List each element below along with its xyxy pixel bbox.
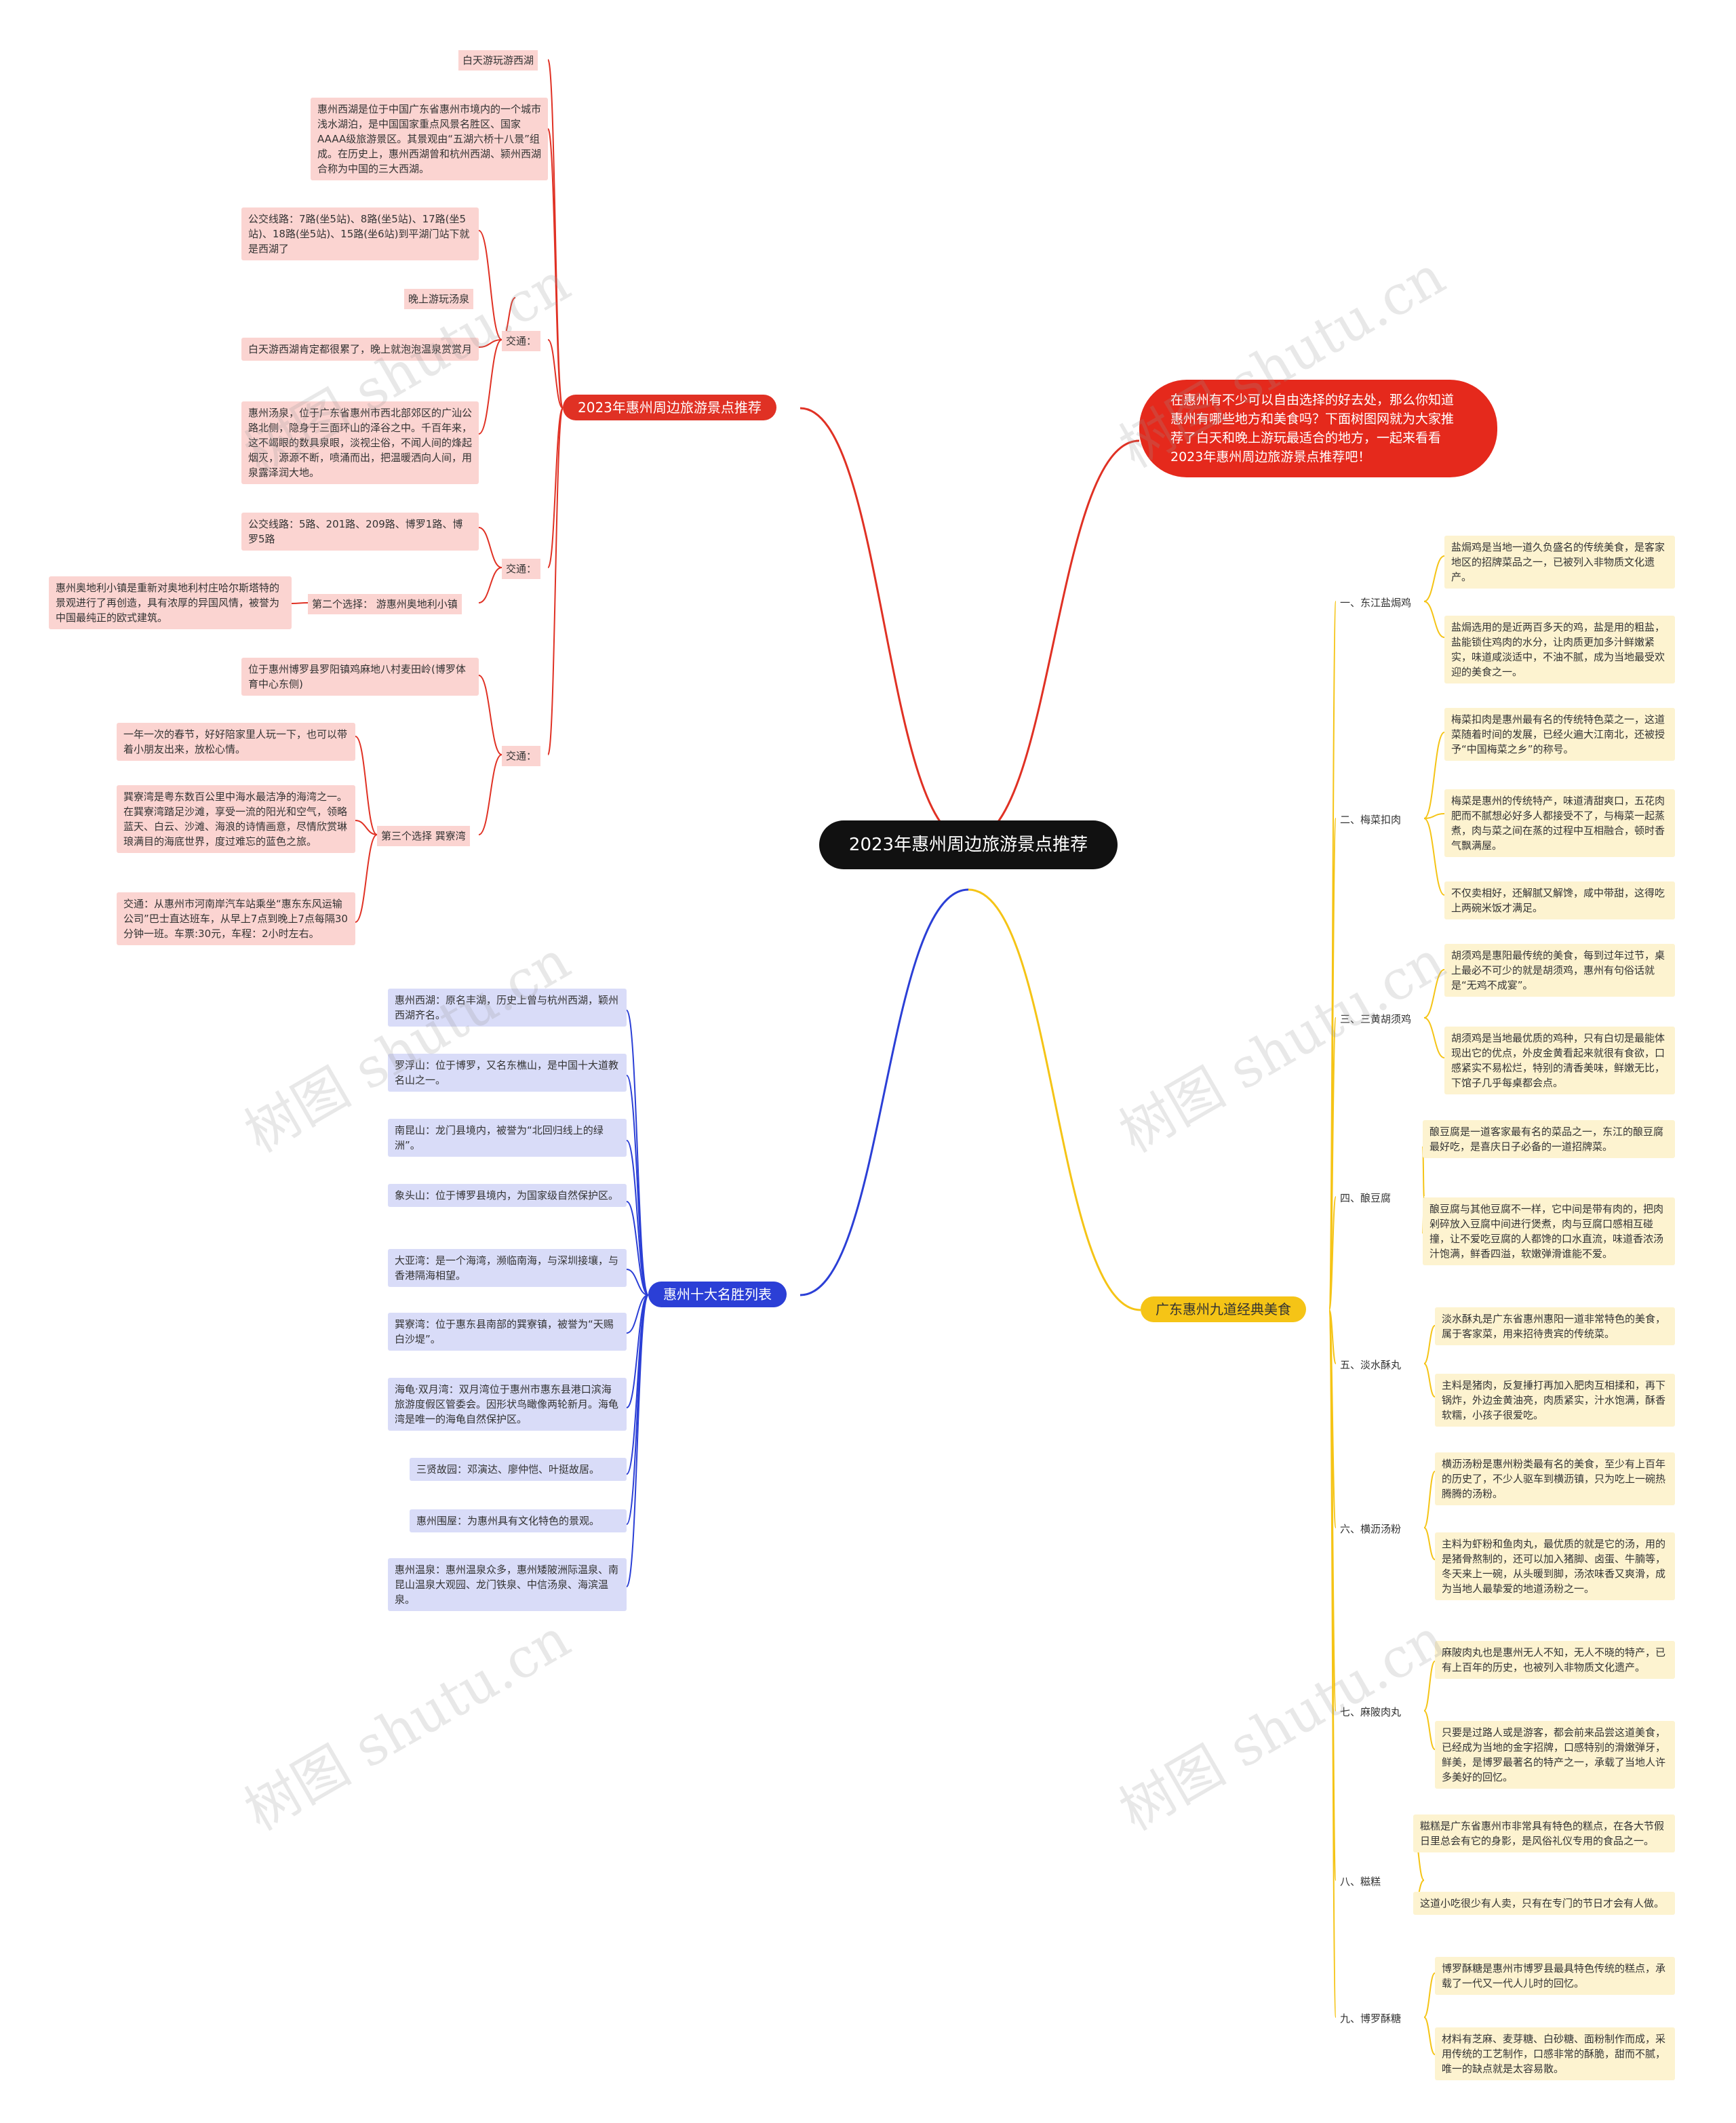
- sight-item-6[interactable]: 巽寮湾：位于惠东县南部的巽寮镇，被誉为“天赐白沙堤”。: [388, 1313, 627, 1351]
- food-name-6[interactable]: 六、横沥汤粉: [1340, 1523, 1402, 1535]
- center-topic[interactable]: 2023年惠州周边旅游景点推荐: [819, 820, 1118, 869]
- sight-item-8[interactable]: 三贤故园：邓演达、廖仲恺、叶挺故居。: [410, 1458, 627, 1481]
- bus-route-2[interactable]: 公交线路：5路、201路、209路、博罗1路、博罗5路: [241, 513, 479, 551]
- food-note-2-3[interactable]: 不仅卖相好，还解腻又解馋，咸中带甜，这得吃上两碗米饭才满足。: [1444, 881, 1675, 919]
- tangquan-desc[interactable]: 惠州汤泉，位于广东省惠州市西北部郊区的广汕公路北侧，隐身于三面环山的泽谷之中。千…: [241, 401, 479, 484]
- food-name-7[interactable]: 七、麻陂肉丸: [1340, 1706, 1402, 1718]
- xihu-desc[interactable]: 惠州西湖是位于中国广东省惠州市境内的一个城市浅水湖泊，是中国国家重点风景名胜区、…: [311, 98, 548, 180]
- sight-item-2[interactable]: 罗浮山：位于博罗，又名东樵山，是中国十大道教名山之一。: [388, 1054, 627, 1092]
- food-name-8[interactable]: 八、糍糕: [1340, 1876, 1381, 1888]
- intro-node[interactable]: 在惠州有不少可以自由选择的好去处，那么你知道惠州有哪些地方和美食吗？下面树图网就…: [1139, 380, 1497, 477]
- traffic-label-3[interactable]: 交通：: [502, 746, 541, 766]
- xunliao-desc[interactable]: 巽寮湾是粤东数百公里中海水最洁净的海湾之一。在巽寮湾踏足沙滩，享受一流的阳光和空…: [117, 785, 355, 853]
- food-name-4[interactable]: 四、酿豆腐: [1340, 1192, 1392, 1204]
- food-note-6-1[interactable]: 横沥汤粉是惠州粉类最有名的美食，至少有上百年的历史了，不少人驱车到横沥镇，只为吃…: [1435, 1452, 1675, 1505]
- food-note-4-2[interactable]: 酿豆腐与其他豆腐不一样，它中间是带有肉的，把肉剁碎放入豆腐中间进行煲煮，肉与豆腐…: [1423, 1197, 1675, 1265]
- food-note-7-1[interactable]: 麻陂肉丸也是惠州无人不知，无人不晓的特产，已有上百年的历史，也被列入非物质文化遗…: [1435, 1641, 1675, 1679]
- sight-item-5[interactable]: 大亚湾：是一个海湾，濒临南海，与深圳接壤，与香港隔海相望。: [388, 1249, 627, 1287]
- choice-austria-label[interactable]: 第二个选择： 游惠州奥地利小镇: [308, 594, 462, 614]
- food-name-3[interactable]: 三、三黄胡须鸡: [1340, 1013, 1412, 1025]
- food-note-8-2[interactable]: 这道小吃很少有人卖，只有在专门的节日才会有人做。: [1413, 1892, 1675, 1915]
- choice-xunliao-label[interactable]: 第三个选择 巽寮湾: [377, 826, 470, 846]
- food-note-1-2[interactable]: 盐焗选用的是近两百多天的鸡，盐是用的粗盐，盐能锁住鸡肉的水分，让肉质更加多汁鲜嫩…: [1444, 616, 1675, 683]
- spring-festival-tip[interactable]: 一年一次的春节，好好陪家里人玩一下，也可以带着小朋友出来，放松心情。: [117, 723, 355, 761]
- food-note-5-1[interactable]: 淡水酥丸是广东省惠州惠阳一道非常特色的美食，属于客家菜，用来招待贵宾的传统菜。: [1435, 1307, 1675, 1345]
- food-note-9-1[interactable]: 博罗酥糖是惠州市博罗县最具特色传统的糕点，承载了一代又一代人儿时的回忆。: [1435, 1957, 1675, 1995]
- food-name-5[interactable]: 五、淡水酥丸: [1340, 1359, 1402, 1371]
- food-note-9-2[interactable]: 材料有芝麻、麦芽糖、白砂糖、面粉制作而成，采用传统的工艺制作，口感非常的酥脆，甜…: [1435, 2027, 1675, 2080]
- food-note-2-2[interactable]: 梅菜是惠州的传统特产，味道清甜爽口，五花肉肥而不腻想必好多人都接受不了，与梅菜一…: [1444, 789, 1675, 857]
- sight-item-9[interactable]: 惠州围屋：为惠州具有文化特色的景观。: [410, 1509, 627, 1532]
- food-name-2[interactable]: 二、梅菜扣肉: [1340, 814, 1402, 826]
- location-xunliao[interactable]: 位于惠州博罗县罗阳镇鸡麻地八村麦田岭(博罗体育中心东侧): [241, 658, 479, 696]
- food-note-7-2[interactable]: 只要是过路人或是游客，都会前来品尝这道美食，已经成为当地的金字招牌，口感特别的滑…: [1435, 1721, 1675, 1789]
- food-note-8-1[interactable]: 糍糕是广东省惠州市非常具有特色的糕点，在各大节假日里总会有它的身影，是风俗礼仪专…: [1413, 1814, 1675, 1852]
- bus-route-1[interactable]: 公交线路：7路(坐5站)、8路(坐5站)、17路(坐5站)、18路(坐5站)、1…: [241, 207, 479, 260]
- sight-item-7[interactable]: 海龟·双月湾：双月湾位于惠州市惠东县港口滨海旅游度假区管委会。因形状鸟瞰像两轮新…: [388, 1378, 627, 1431]
- food-note-2-1[interactable]: 梅菜扣肉是惠州最有名的传统特色菜之一，这道菜随着时间的发展，已经火遍大江南北，还…: [1444, 708, 1675, 761]
- xunliao-traffic[interactable]: 交通：从惠州市河南岸汽车站乘坐“惠东东风运输公司”巴士直达班车，从早上7点到晚上…: [117, 892, 355, 945]
- day-label[interactable]: 白天游玩游西湖: [458, 50, 538, 71]
- branch-food[interactable]: 广东惠州九道经典美食: [1141, 1296, 1306, 1322]
- sight-item-1[interactable]: 惠州西湖：原名丰湖，历史上曾与杭州西湖，颖州西湖齐名。: [388, 989, 627, 1027]
- night-tip[interactable]: 白天游西湖肯定都很累了，晚上就泡泡温泉赏赏月: [241, 338, 479, 361]
- food-note-1-1[interactable]: 盐焗鸡是当地一道久负盛名的传统美食，是客家地区的招牌菜品之一，已被列入非物质文化…: [1444, 536, 1675, 589]
- sight-item-3[interactable]: 南昆山：龙门县境内，被誉为“北回归线上的绿洲”。: [388, 1119, 627, 1157]
- night-label[interactable]: 晚上游玩汤泉: [404, 289, 474, 309]
- food-name-9[interactable]: 九、博罗酥糖: [1340, 2012, 1402, 2025]
- food-name-1[interactable]: 一、东江盐焗鸡: [1340, 597, 1412, 609]
- branch-top-ten[interactable]: 惠州十大名胜列表: [648, 1282, 787, 1307]
- austria-desc[interactable]: 惠州奥地利小镇是重新对奥地利村庄哈尔斯塔特的景观进行了再创造，具有浓厚的异国风情…: [49, 576, 292, 629]
- food-note-3-2[interactable]: 胡须鸡是当地最优质的鸡种，只有白切是最能体现出它的优点，外皮金黄看起来就很有食欲…: [1444, 1027, 1675, 1094]
- sight-item-4[interactable]: 象头山：位于博罗县境内，为国家级自然保护区。: [388, 1184, 627, 1207]
- food-note-4-1[interactable]: 酿豆腐是一道客家最有名的菜品之一，东江的酿豆腐最好吃，是喜庆日子必备的一道招牌菜…: [1423, 1120, 1675, 1158]
- food-note-5-2[interactable]: 主料是猪肉，反复捶打再加入肥肉互相揉和，再下锅炸，外边金黄油亮，肉质紧实，汁水饱…: [1435, 1374, 1675, 1427]
- sight-item-10[interactable]: 惠州温泉：惠州温泉众多，惠州矮陂洲际温泉、南昆山温泉大观园、龙门铁泉、中信汤泉、…: [388, 1558, 627, 1611]
- traffic-label-2[interactable]: 交通：: [502, 559, 541, 579]
- traffic-label-1[interactable]: 交通：: [502, 331, 541, 351]
- branch-scenic-recommend[interactable]: 2023年惠州周边旅游景点推荐: [563, 395, 776, 420]
- food-note-6-2[interactable]: 主料为虾粉和鱼肉丸，最优质的就是它的汤，用的是猪骨熬制的，还可以加入猪脚、卤蛋、…: [1435, 1532, 1675, 1600]
- food-note-3-1[interactable]: 胡须鸡是惠阳最传统的美食，每到过年过节，桌上最必不可少的就是胡须鸡，惠州有句俗话…: [1444, 944, 1675, 997]
